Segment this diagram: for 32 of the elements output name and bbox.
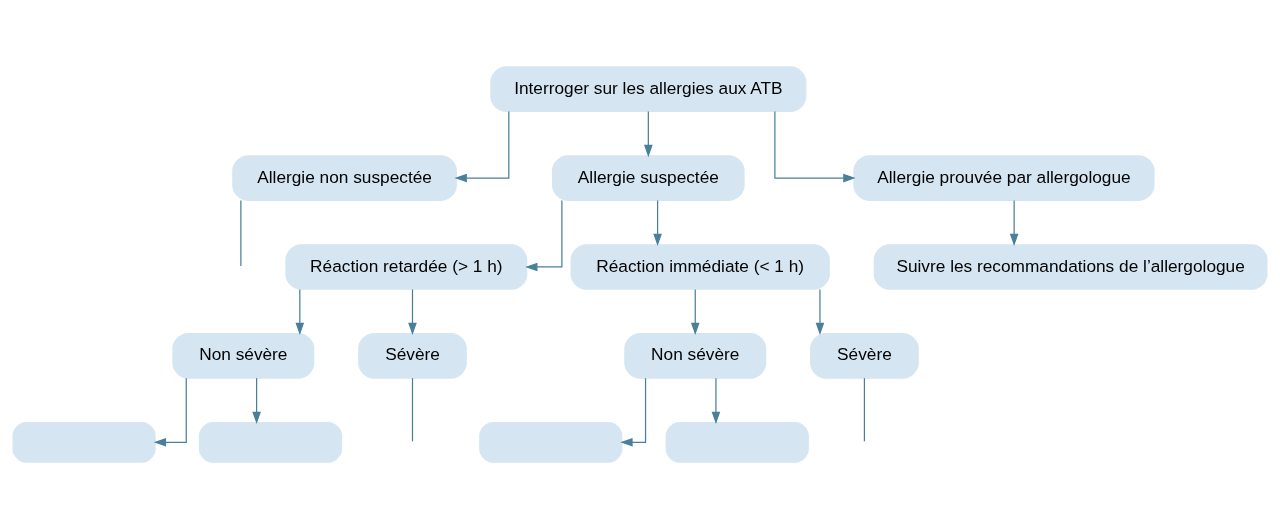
- arrow: [653, 199, 662, 247]
- node-box: Réaction immédiate (< 1 h): [570, 244, 830, 290]
- connector: [411, 377, 414, 442]
- arrow: [153, 377, 187, 447]
- arrow: [454, 111, 510, 183]
- node-box: [479, 421, 623, 463]
- node-box: Sévère: [358, 333, 467, 379]
- connector: [863, 377, 866, 442]
- node-box: Allergie prouvée par allergologue: [853, 155, 1155, 201]
- arrow: [1009, 199, 1019, 247]
- arrow: [815, 288, 825, 335]
- node-box: Sévère: [810, 333, 919, 379]
- arrow: [774, 111, 856, 183]
- node-box: Réaction retardée (> 1 h): [285, 244, 528, 290]
- node-box: [198, 421, 343, 463]
- arrow: [711, 377, 721, 425]
- node-box: [665, 421, 809, 463]
- node-box: Suivre les recommandations de l’allergologue: [873, 244, 1268, 290]
- node-box: Non sévère: [172, 333, 315, 379]
- arrow: [690, 288, 700, 335]
- node-box: Interroger sur les allergies aux ATB: [490, 66, 807, 112]
- node-box: Non sévère: [624, 333, 767, 379]
- node-box: Allergie non suspectée: [232, 155, 457, 201]
- arrow: [408, 288, 417, 335]
- node-box: [12, 421, 156, 463]
- arrow: [525, 199, 563, 272]
- arrow: [295, 288, 305, 335]
- arrow: [620, 377, 647, 447]
- arrow: [252, 377, 261, 425]
- connector: [240, 199, 242, 267]
- arrow: [644, 111, 653, 158]
- node-box: Allergie suspectée: [552, 155, 745, 201]
